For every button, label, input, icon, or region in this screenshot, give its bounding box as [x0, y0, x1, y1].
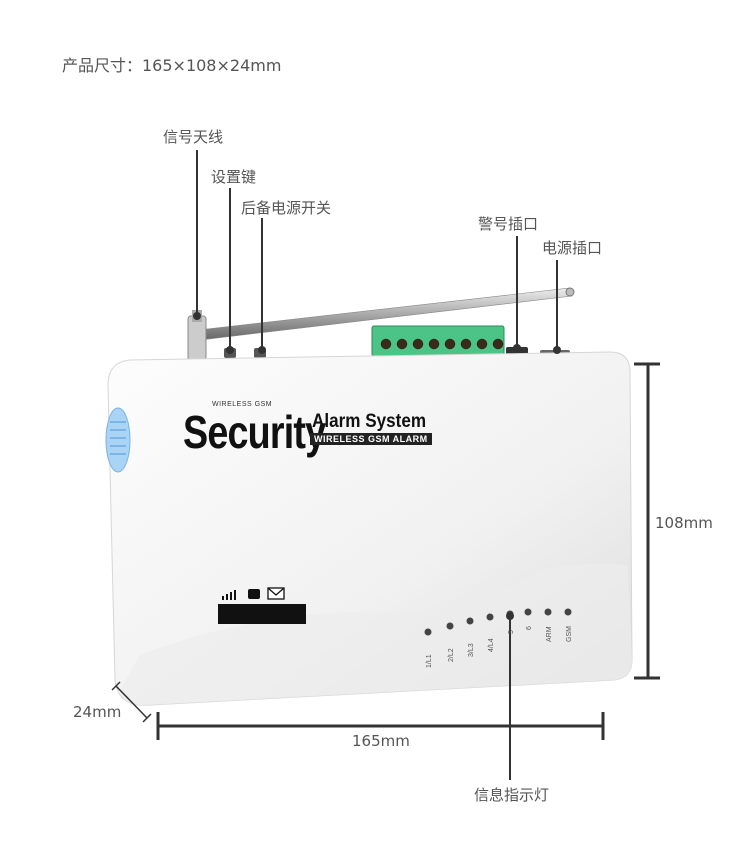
- height-dimension-line: [634, 362, 660, 680]
- depth-dimension-line: [111, 681, 152, 723]
- led-label: 4/L4: [488, 638, 495, 652]
- product-size-text: 产品尺寸：165×108×24mm: [62, 56, 282, 75]
- led-label: 5: [508, 630, 515, 634]
- led-label: 6: [526, 626, 533, 630]
- width-dimension-label: 165mm: [352, 732, 410, 750]
- height-dimension-label: 108mm: [655, 514, 713, 532]
- led-label: 2/L2: [448, 648, 455, 662]
- indicator-label: 信息指示灯: [474, 786, 550, 804]
- antenna-label: 信号天线: [163, 128, 224, 146]
- brand-sub-badge: WIRELESS GSM ALARM: [310, 433, 432, 445]
- signal-icon: [222, 590, 236, 600]
- backup-switch-label: 后备电源开关: [241, 199, 332, 217]
- led-label: 3/L3: [468, 643, 475, 657]
- settings-key-label: 设置键: [211, 168, 257, 186]
- depth-dimension-label: 24mm: [73, 703, 122, 721]
- phone-icon: [248, 589, 260, 599]
- terminal-block: [371, 325, 505, 357]
- lcd-display: [218, 604, 306, 624]
- width-dimension-line: [156, 712, 605, 740]
- brand-main-text: Security: [183, 406, 326, 458]
- brand-top-text: WIRELESS GSM: [212, 401, 273, 408]
- side-button: [105, 407, 131, 473]
- led-label: GSM: [566, 626, 573, 642]
- led-label: 1/L1: [426, 654, 433, 668]
- power-port-label: 电源插口: [542, 239, 603, 257]
- led-label: ARM: [546, 626, 553, 642]
- siren-port-label: 警号插口: [478, 215, 539, 233]
- envelope-icon: [267, 587, 285, 600]
- brand-sub-title: Alarm System: [312, 411, 427, 432]
